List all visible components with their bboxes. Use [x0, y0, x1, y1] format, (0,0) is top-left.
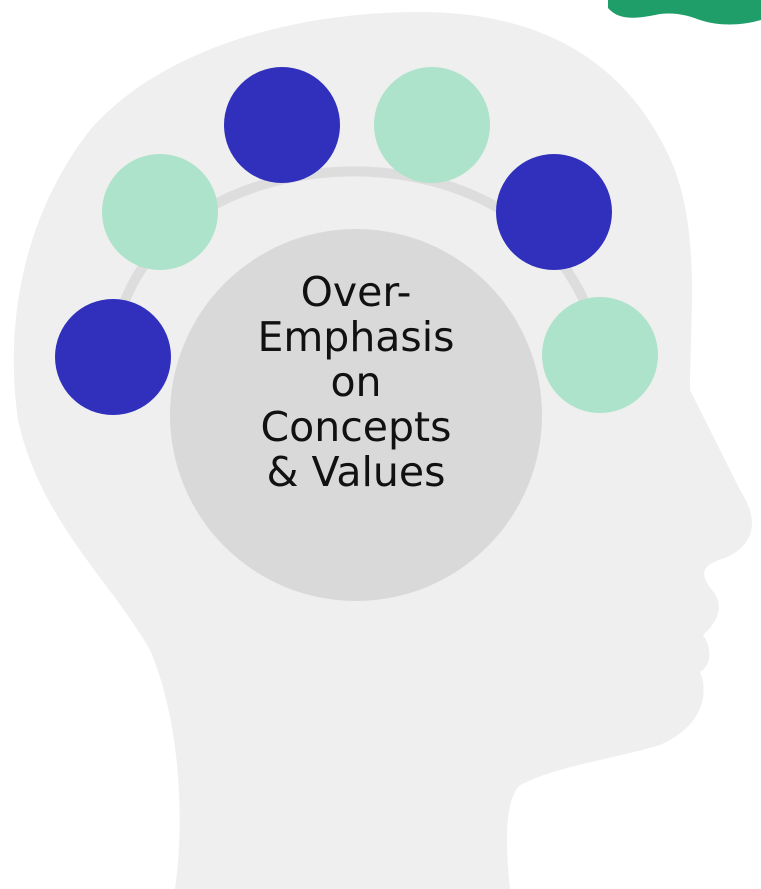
- node-4: [374, 67, 490, 183]
- center-label-line-1: Over-: [300, 268, 412, 316]
- node-3: [224, 67, 340, 183]
- corner-accent-shape: [608, 0, 761, 25]
- node-1: [55, 299, 171, 415]
- node-2: [102, 154, 218, 270]
- center-label-line-3: on: [330, 358, 382, 406]
- node-6: [542, 297, 658, 413]
- node-5: [496, 154, 612, 270]
- center-label-line-2: Emphasis: [257, 313, 455, 361]
- center-label-line-4: Concepts: [260, 403, 452, 451]
- center-label-line-5: & Values: [266, 448, 446, 496]
- center-circle: [170, 229, 542, 601]
- node-group: [55, 67, 658, 415]
- center-label: Over- Emphasis on Concepts & Values: [206, 270, 506, 495]
